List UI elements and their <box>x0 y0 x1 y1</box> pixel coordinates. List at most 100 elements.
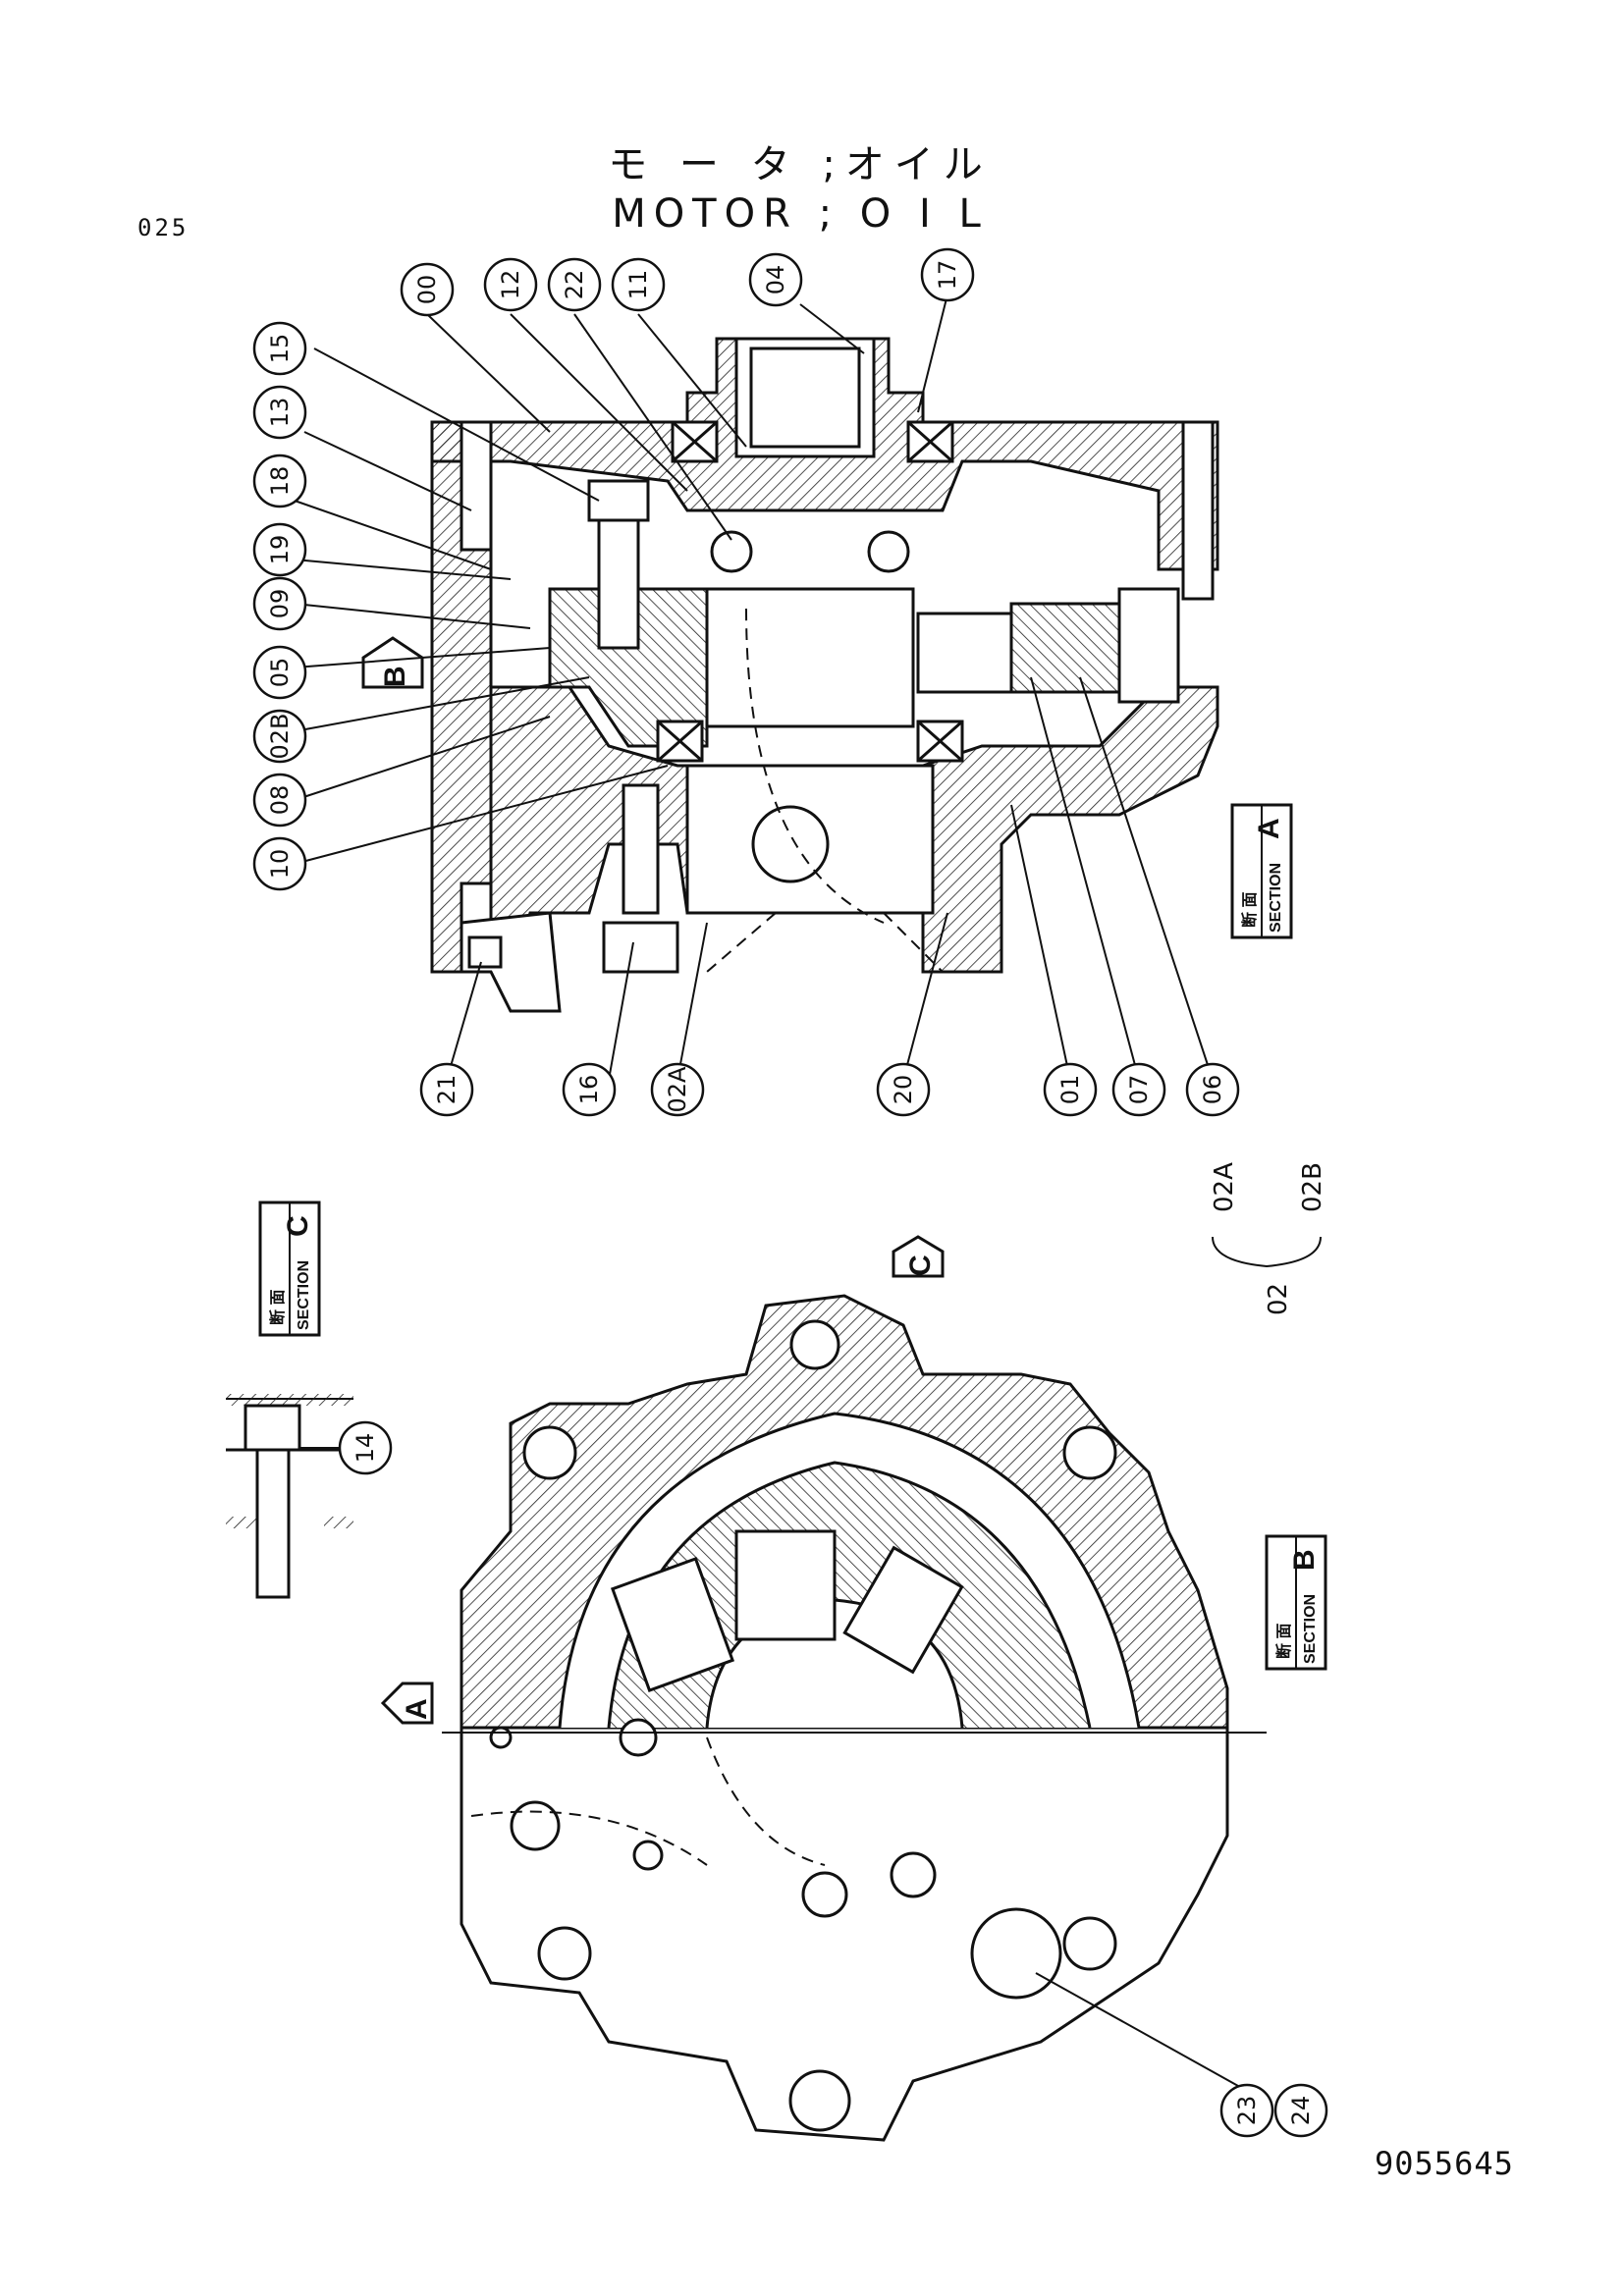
callout-13: 13 <box>252 385 307 440</box>
small-hole-3 <box>489 1726 513 1749</box>
callout-21: 21 <box>419 1062 474 1117</box>
callout-23: 23 <box>1219 2083 1274 2138</box>
callout-10: 10 <box>252 836 307 891</box>
part-group-legend: 02A 02B 02 <box>1210 1162 1327 1315</box>
section-b-jp: 断 面 <box>1274 1624 1293 1659</box>
svg-text:C: C <box>904 1255 937 1276</box>
callout-11-label: 11 <box>624 270 652 300</box>
document-number: 9055645 <box>1375 2145 1514 2182</box>
flange-hole-bottom <box>788 2069 851 2132</box>
callout-02a: 02A <box>650 1062 705 1117</box>
svg-text:B: B <box>379 666 411 687</box>
section-b-label: 断 面 SECTION B <box>1265 1534 1327 1671</box>
callout-00: 00 <box>400 262 455 317</box>
legend-parent-02: 02 <box>1264 1283 1293 1315</box>
section-a-letter: A <box>1253 818 1285 839</box>
piston-center <box>734 1529 837 1641</box>
callout-12-label: 12 <box>497 270 524 300</box>
callout-08: 08 <box>252 773 307 828</box>
callout-24-label: 24 <box>1287 2096 1315 2126</box>
bolt-15 <box>597 499 640 650</box>
ball-bearing-right <box>867 530 910 573</box>
callout-02a-label: 02A <box>664 1066 691 1113</box>
view-marker-b: B <box>361 636 424 689</box>
callout-19-label: 19 <box>266 535 294 565</box>
callout-15: 15 <box>252 321 307 376</box>
output-shaft <box>734 337 876 458</box>
bolt-14-head <box>243 1404 301 1452</box>
callout-07-label: 07 <box>1125 1075 1153 1105</box>
callout-24: 24 <box>1273 2083 1328 2138</box>
small-hole-2 <box>619 1718 658 1757</box>
cylinder-block-hatch <box>548 587 709 748</box>
callout-22-label: 22 <box>561 270 588 300</box>
callout-02b-label: 02B <box>266 713 294 759</box>
callout-14-label: 14 <box>352 1433 379 1464</box>
callout-09-label: 09 <box>266 589 294 619</box>
flange-hole-top <box>789 1319 840 1370</box>
front-lower-outline <box>460 1726 1229 2142</box>
callout-23-label: 23 <box>1233 2096 1261 2126</box>
view-marker-a: A <box>380 1682 434 1725</box>
valve-body <box>1009 602 1131 694</box>
section-b-en: SECTION <box>1302 1594 1319 1664</box>
section-c-jp: 断 面 <box>268 1290 287 1325</box>
callout-00-label: 00 <box>413 275 441 305</box>
callout-16: 16 <box>562 1062 617 1117</box>
flange-hole-right <box>1062 1916 1117 1971</box>
callout-01-label: 01 <box>1056 1075 1084 1105</box>
flange-hole-right-top <box>1062 1425 1117 1480</box>
bolt-front-center <box>890 1851 937 1898</box>
section-b-letter: B <box>1288 1549 1321 1571</box>
callout-12: 12 <box>483 257 538 312</box>
flange-hole-left <box>510 1800 561 1851</box>
callout-04-label: 04 <box>762 265 789 295</box>
callout-20: 20 <box>876 1062 931 1117</box>
piston-right <box>842 1545 964 1675</box>
svg-text:A: A <box>401 1698 433 1720</box>
title-japanese: モ ー タ ;オイル <box>608 142 993 187</box>
view-marker-c: C <box>892 1235 945 1278</box>
valve-seat <box>1117 587 1180 704</box>
section-a-en: SECTION <box>1268 863 1284 933</box>
section-c-detail <box>226 1394 353 1599</box>
plug-21 <box>467 935 503 969</box>
pin-right <box>1181 420 1215 601</box>
bolt-16-head <box>602 921 679 974</box>
callout-06-label: 06 <box>1199 1075 1226 1105</box>
callout-21-label: 21 <box>433 1075 460 1105</box>
dashed-inner-2 <box>470 1810 708 1866</box>
callout-01: 01 <box>1043 1062 1098 1117</box>
callout-06: 06 <box>1185 1062 1240 1117</box>
title-english: MOTOR ; O I L <box>612 191 989 237</box>
bolt-16 <box>622 783 660 915</box>
callout-18-label: 18 <box>266 466 294 497</box>
legend-child-02b: 02B <box>1298 1162 1327 1212</box>
section-a-label: 断 面 SECTION A <box>1230 803 1293 939</box>
callout-18: 18 <box>252 454 307 508</box>
callout-07: 07 <box>1111 1062 1166 1117</box>
ball-bearing-left <box>710 530 753 573</box>
callout-22: 22 <box>547 257 602 312</box>
callout-14: 14 <box>338 1420 393 1475</box>
legend-child-02a: 02A <box>1210 1162 1239 1212</box>
bolt-14-shank <box>255 1448 291 1599</box>
section-c-en: SECTION <box>296 1260 312 1330</box>
callout-05-label: 05 <box>266 658 294 688</box>
callout-17-label: 17 <box>934 260 961 291</box>
output-shaft-spline <box>749 347 861 449</box>
callout-15-label: 15 <box>266 334 294 364</box>
callout-08-label: 08 <box>266 785 294 816</box>
section-a-view <box>430 337 1219 1013</box>
callout-16-label: 16 <box>575 1075 603 1105</box>
callout-10-label: 10 <box>266 849 294 880</box>
flange-hole-bottom-left <box>537 1926 592 1981</box>
callout-13-label: 13 <box>266 398 294 428</box>
center-port <box>801 1871 848 1918</box>
lower-housing-port <box>751 805 830 883</box>
section-a-jp: 断 面 <box>1240 892 1259 928</box>
pin-13 <box>460 420 493 552</box>
plug-23-24 <box>970 1907 1062 2000</box>
